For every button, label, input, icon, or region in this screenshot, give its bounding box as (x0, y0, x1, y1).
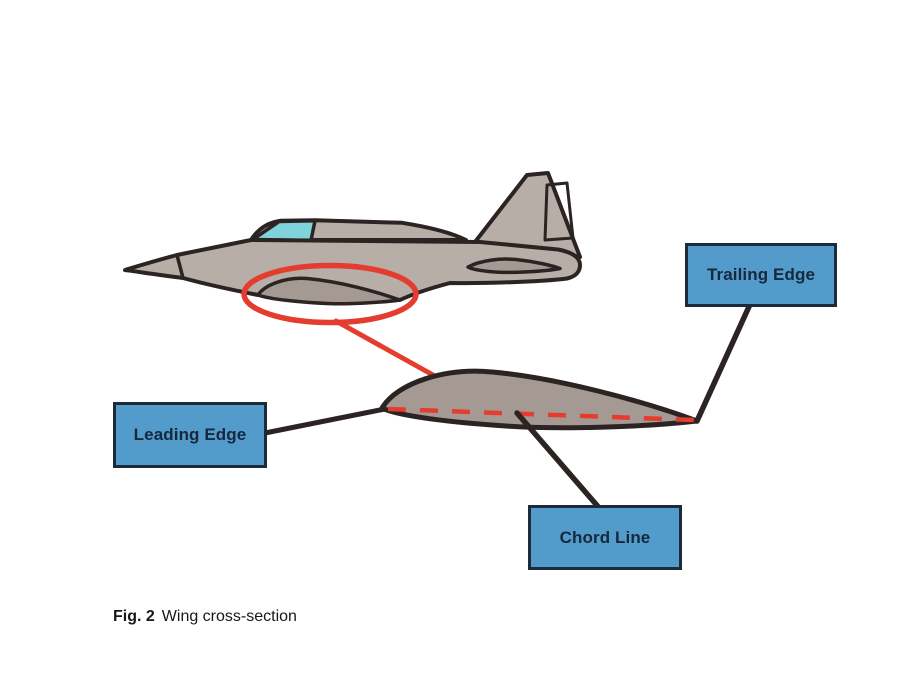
callout-chord-line: Chord Line (528, 505, 682, 570)
wing (256, 276, 402, 306)
rudder-panel-line (543, 181, 575, 242)
highlight-callout-line (333, 318, 436, 378)
caption-text: Wing cross-section (161, 608, 297, 625)
highlight-ellipse (241, 262, 419, 326)
callout-leading-edge-label: Leading Edge (133, 425, 247, 444)
callout-leading-edge: Leading Edge (113, 402, 267, 468)
caption-figure-number: Fig. 2 (113, 608, 155, 625)
elevator (466, 257, 562, 275)
figure-caption: Fig. 2 Wing cross-section (113, 608, 297, 626)
trailing-edge-connector (694, 297, 755, 424)
nose-cone-line (175, 254, 185, 279)
fuselage (123, 238, 582, 302)
callout-trailing-edge-label: Trailing Edge (706, 265, 816, 284)
callout-chord-line-label: Chord Line (559, 527, 651, 547)
leading-edge-connector (257, 406, 388, 437)
chord-line-connector (514, 410, 604, 513)
callout-trailing-edge: Trailing Edge (685, 243, 837, 307)
